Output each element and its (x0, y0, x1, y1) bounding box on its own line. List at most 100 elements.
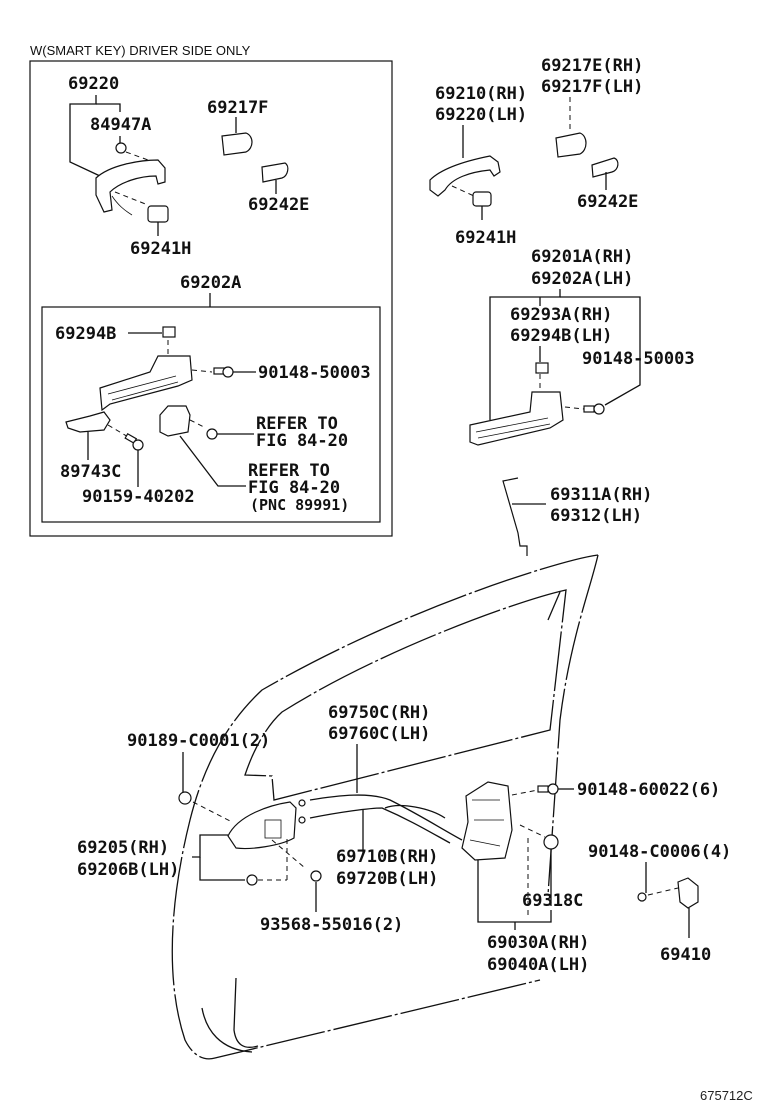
lock-cover-part (543, 834, 559, 850)
label-69217E-RH[interactable]: 69217E(RH) (541, 56, 643, 76)
label-69311A-RH[interactable]: 69311A(RH) (550, 485, 652, 505)
inner-handle-part (227, 801, 297, 850)
figure-id: 675712C (700, 1088, 753, 1103)
label-69294B-inset[interactable]: 69294B (55, 324, 116, 344)
label-69220-inset[interactable]: 69220 (68, 74, 119, 94)
label-69202A-LH[interactable]: 69202A(LH) (531, 269, 633, 289)
label-refer2-line2[interactable]: FIG 84-20 (248, 478, 340, 498)
label-90159-40202[interactable]: 90159-40202 (82, 487, 195, 507)
assembly-line (519, 824, 546, 838)
leader-69205-b (199, 857, 245, 881)
assembly-line (451, 185, 475, 197)
lock-detail (469, 799, 504, 847)
pad-front-part-inset (147, 205, 169, 223)
door-bottom-curve (201, 1007, 253, 1053)
lock-rod-part (502, 477, 528, 556)
lock-screw-shank (537, 785, 549, 793)
bolt-shank (583, 405, 595, 413)
door-rear-edge (547, 554, 599, 896)
leader-69205 (192, 834, 228, 858)
antenna-part (159, 405, 191, 437)
label-90189-C0001[interactable]: 90189-C0001(2) (127, 731, 270, 751)
label-refer2-line3[interactable]: (PNC 89991) (250, 496, 349, 514)
label-69293A-RH[interactable]: 69293A(RH) (510, 305, 612, 325)
window-detail (547, 591, 561, 621)
label-69318C[interactable]: 69318C (522, 891, 583, 911)
door-internals-group: 90189-C0001(2) 69750C(RH) 69760C(LH) 697… (77, 703, 731, 975)
label-69241H-inset[interactable]: 69241H (130, 239, 191, 259)
assembly-line (125, 151, 149, 161)
clip-part (535, 362, 549, 374)
label-69201A-RH[interactable]: 69201A(RH) (531, 247, 633, 267)
label-69030A-RH[interactable]: 69030A(RH) (487, 933, 589, 953)
assembly-line (647, 887, 679, 896)
label-69210-RH[interactable]: 69210(RH) (435, 84, 527, 104)
label-90148-50003-inset[interactable]: 90148-50003 (258, 363, 371, 383)
label-90148-60022[interactable]: 90148-60022(6) (577, 780, 720, 800)
handle-bolt-part (246, 874, 258, 886)
label-69242E-inset[interactable]: 69242E (248, 195, 309, 215)
leader-90148-50003 (604, 345, 641, 406)
label-69217F-inset[interactable]: 69217F (207, 98, 268, 118)
label-69206B-LH[interactable]: 69206B(LH) (77, 860, 179, 880)
leader-refer2 (179, 435, 246, 487)
outer-handle-part (429, 155, 501, 197)
label-69312-LH[interactable]: 69312(LH) (550, 506, 642, 526)
label-refer1-line2[interactable]: FIG 84-20 (256, 431, 348, 451)
label-69217F-LH[interactable]: 69217F(LH) (541, 77, 643, 97)
label-69720B-LH[interactable]: 69720B(LH) (336, 869, 438, 889)
assembly-line (192, 801, 233, 823)
label-refer2-line1[interactable]: REFER TO (248, 461, 330, 481)
door-outer-edge (171, 554, 599, 1060)
label-refer1-line1[interactable]: REFER TO (256, 414, 338, 434)
label-69220-LH[interactable]: 69220(LH) (435, 105, 527, 125)
label-89743C[interactable]: 89743C (60, 462, 121, 482)
label-90148-50003[interactable]: 90148-50003 (582, 349, 695, 369)
label-69205-RH[interactable]: 69205(RH) (77, 838, 169, 858)
inset-outer-frame (29, 60, 393, 537)
door-bottom-curve (233, 977, 259, 1048)
label-69242E[interactable]: 69242E (577, 192, 638, 212)
handle-frame-part-inset (99, 355, 193, 412)
label-69760C-LH[interactable]: 69760C(LH) (328, 724, 430, 744)
pad-front-part (472, 191, 492, 207)
door-lock-part (461, 781, 513, 861)
pad-rear-part (591, 157, 619, 178)
clip-part-door (178, 791, 192, 805)
label-69410[interactable]: 69410 (660, 945, 711, 965)
leader-69220-inset (69, 95, 101, 177)
outside-handle-group: 69217E(RH) 69217F(LH) 69210(RH) 69220(LH… (429, 56, 695, 556)
cable-end (384, 805, 446, 819)
label-69294B-LH[interactable]: 69294B(LH) (510, 326, 612, 346)
cable-end-lower (298, 816, 306, 824)
label-93568-55016[interactable]: 93568-55016(2) (260, 915, 403, 935)
cap-nut-part (115, 142, 127, 154)
lock-screw-head (547, 783, 559, 795)
inner-handle-lever (264, 819, 282, 839)
label-84947A[interactable]: 84947A (90, 115, 151, 135)
refer-screw-head (206, 428, 218, 440)
label-69241H[interactable]: 69241H (455, 228, 516, 248)
label-69710B-RH[interactable]: 69710B(RH) (336, 847, 438, 867)
cable-upper (309, 794, 463, 841)
sensor-part (65, 411, 111, 433)
assembly-line (189, 419, 207, 429)
handle-detail (111, 195, 133, 216)
label-69750C-RH[interactable]: 69750C(RH) (328, 703, 430, 723)
door-outline (171, 554, 599, 1060)
assembly-line (511, 789, 539, 796)
clip-part-inset (162, 326, 176, 338)
assembly-line (191, 369, 213, 373)
label-90148-C0006[interactable]: 90148-C0006(4) (588, 842, 731, 862)
label-69202A-inset[interactable]: 69202A (180, 273, 241, 293)
cable-lower (309, 807, 451, 844)
frame-detail (475, 417, 551, 439)
pad-rear-part-inset (261, 162, 289, 183)
striker-part (677, 877, 699, 909)
handle-frame-part (469, 391, 564, 446)
label-69040A-LH[interactable]: 69040A(LH) (487, 955, 589, 975)
inset-title: W(SMART KEY) DRIVER SIDE ONLY (30, 43, 251, 58)
frame-detail (107, 375, 179, 401)
screw-head (132, 439, 144, 451)
